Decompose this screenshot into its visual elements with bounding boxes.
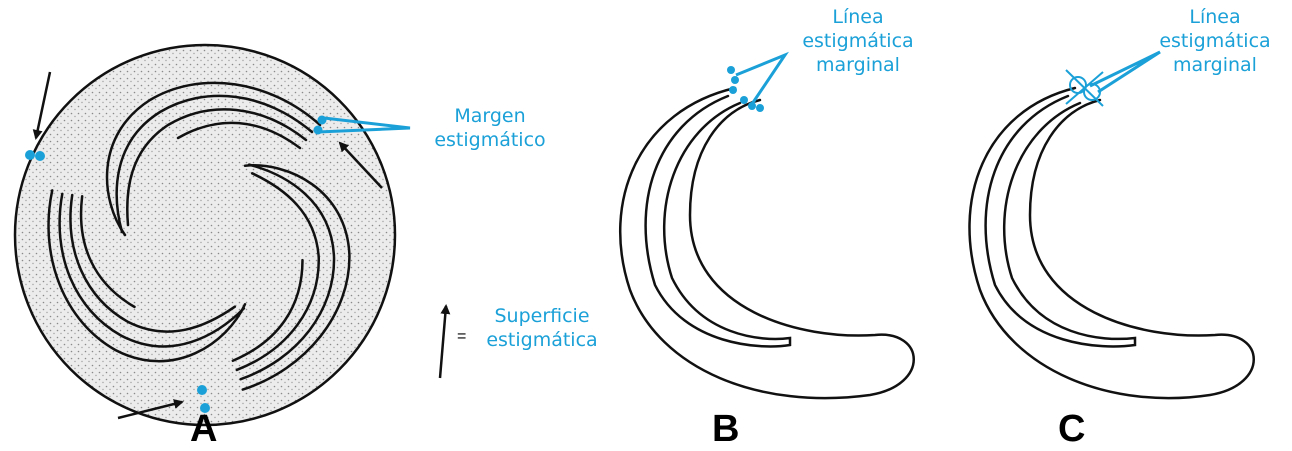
margin-label: Margen estigmático (434, 105, 546, 151)
marginal-line-label-c: Línea estigmática marginal (1159, 6, 1271, 76)
arrow-top-left (32, 71, 52, 140)
marginal-line-label-b: Línea estigmática marginal (802, 6, 914, 76)
panel-letter-b: B (712, 408, 740, 450)
panel-c-callout-lines (1089, 50, 1161, 94)
panel-a-stigma (13, 43, 411, 427)
panel-b-lobe (618, 86, 915, 400)
stigma-lobe (105, 81, 322, 237)
panel-c-marginal-line (1065, 69, 1104, 107)
legend-arrow (438, 304, 451, 379)
arrow-right (338, 141, 383, 189)
legend-equals: = (457, 328, 467, 345)
panel-letter-c: C (1058, 408, 1086, 450)
arrow-bottom (117, 399, 184, 420)
panel-b-marginal-line (727, 66, 764, 112)
legend-label: Superficie estigmática (486, 305, 598, 351)
panel-b-callout-lines (735, 51, 789, 105)
panel-c-lobe (968, 86, 1255, 400)
margin-callout-lines (317, 116, 411, 134)
panel-letter-a: A (190, 408, 218, 450)
